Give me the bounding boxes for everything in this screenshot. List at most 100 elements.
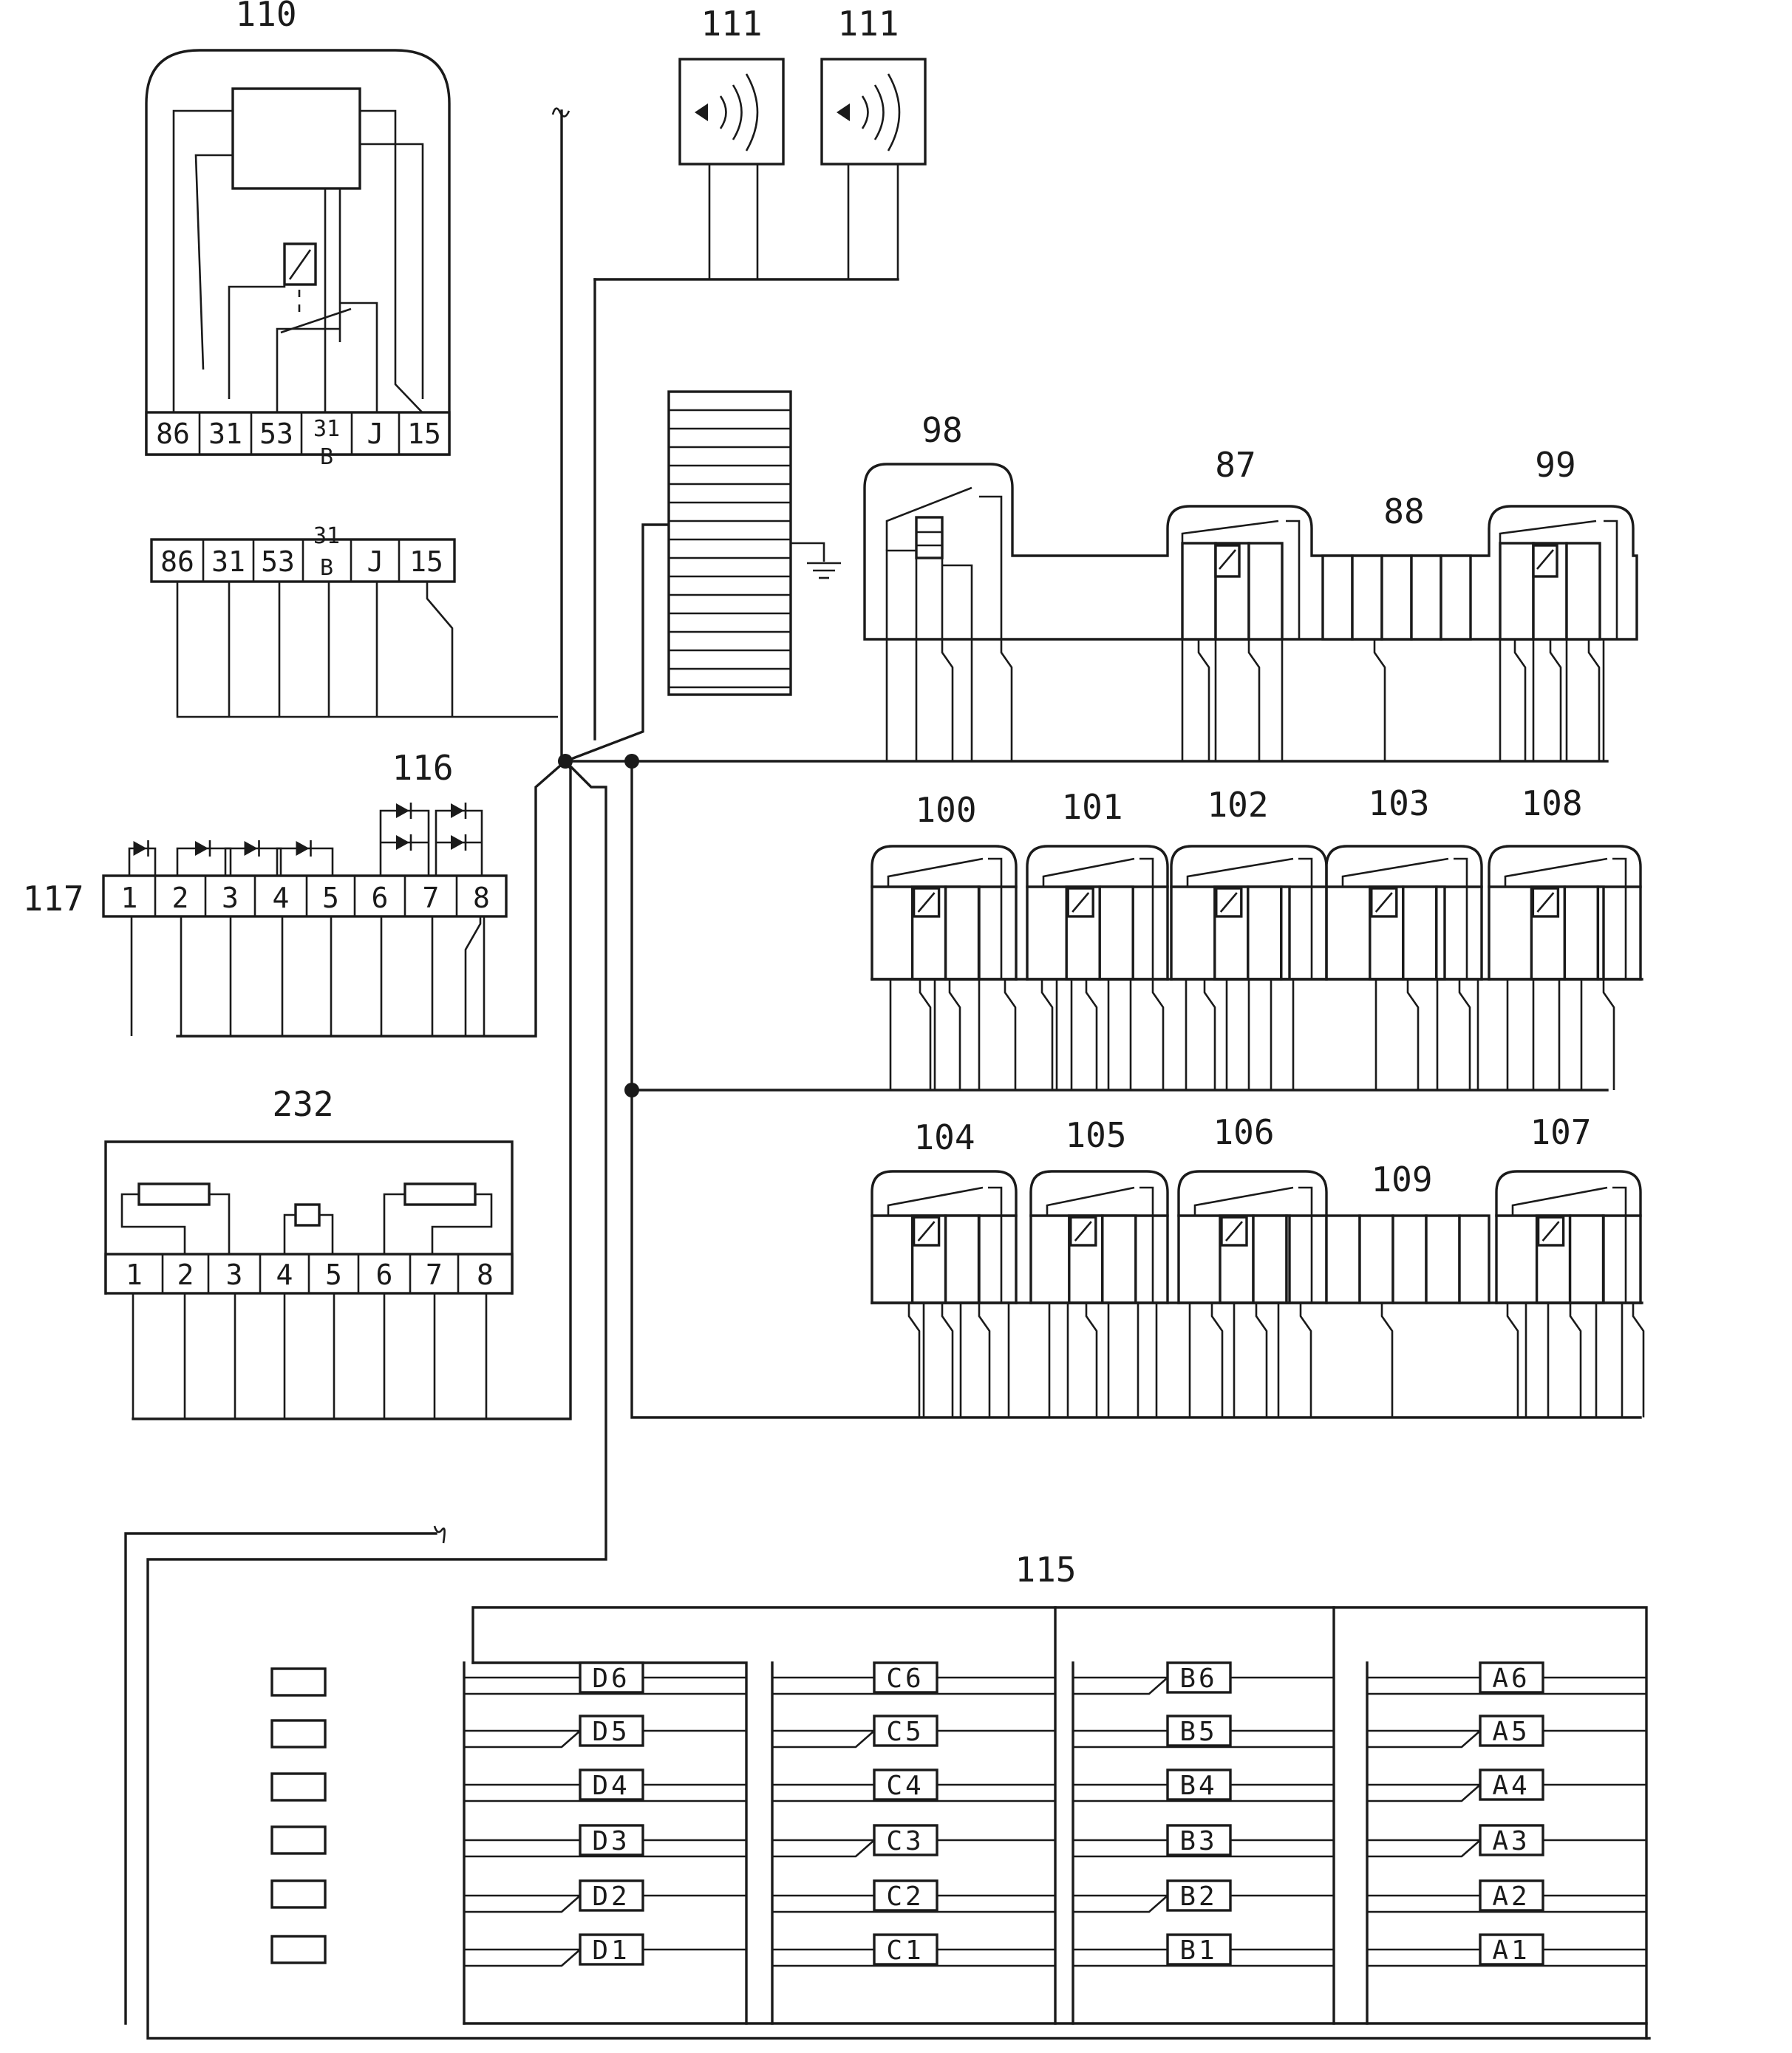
relay-housing (1177, 1170, 1328, 1304)
relay-104-label: 104 (913, 1117, 975, 1157)
wire-leg (1587, 639, 1601, 761)
relay-contact-return (1298, 1186, 1313, 1303)
relay-module (1026, 845, 1169, 981)
speaker-111-left: 111 (678, 4, 785, 279)
relay-110-pin-15: 15 (407, 418, 441, 450)
fuse-slot (579, 1824, 644, 1856)
module-116: 116 (128, 748, 483, 876)
speaker-right-label: 111 (837, 4, 899, 44)
relay-contact (1186, 857, 1294, 887)
fuse-slot-label: D4 (592, 1771, 630, 1801)
ground-icon (807, 562, 841, 579)
relay-coil-mark (917, 892, 936, 913)
socket-pin-86: 86 (160, 545, 194, 578)
fuse-wire (772, 1730, 875, 1749)
fuse-wire (1073, 1677, 1168, 1695)
relay-contact (1042, 857, 1135, 887)
relay-110-socket: 86 31 53 31 B J 15 (150, 523, 558, 718)
relay-100-label: 100 (915, 790, 976, 830)
relay-module (1488, 845, 1642, 981)
wire-leg (1506, 1303, 1519, 1417)
relay-row-3: 104 105 106 109 107 (871, 1112, 1645, 1417)
wire-leg (1299, 1303, 1312, 1417)
connector-117-pin: 8 (473, 882, 490, 914)
fuse-slot-label: A3 (1492, 1826, 1530, 1856)
wire-leg (1632, 1303, 1645, 1417)
wire-leg (1085, 1303, 1098, 1417)
relay-87-label: 87 (1215, 445, 1256, 485)
diode-wire (224, 847, 282, 876)
connector-117-pin: 7 (423, 882, 440, 914)
relay-housing (1325, 845, 1483, 981)
relay-module (1177, 1170, 1328, 1304)
relay-103-label: 103 (1368, 783, 1429, 823)
terminal-block (667, 390, 841, 696)
wire-leg (1406, 979, 1420, 1090)
spare-fuse (270, 1825, 327, 1855)
diode-icon (451, 834, 467, 851)
diode-wire (128, 847, 157, 876)
relay-cell (1563, 885, 1600, 981)
diode-wire (176, 847, 232, 876)
fuse-wire (1367, 1730, 1481, 1749)
relay-coil-mark (1374, 892, 1393, 913)
wire-leg (1197, 639, 1210, 761)
connector-117-pin: 1 (121, 882, 138, 914)
fuse-slot (579, 1661, 644, 1694)
diode-icon (396, 834, 412, 851)
fuse-wire (464, 1730, 581, 1749)
relay-coil-mark (1219, 892, 1238, 913)
relay-contact-return (1139, 857, 1154, 979)
fuse-slot-label: C1 (886, 1935, 924, 1966)
wire-leg (1000, 639, 1013, 761)
relay-contact-return (1139, 1186, 1154, 1303)
relay-cell (1285, 1214, 1291, 1304)
relay-contact-return (1612, 857, 1627, 979)
relay-contact-return (988, 857, 1003, 979)
relay-105-label: 105 (1065, 1115, 1126, 1155)
socket-pin-31: 31 (211, 545, 245, 578)
diode-icon (451, 803, 467, 819)
fuse-slot-label: C3 (886, 1826, 924, 1856)
spare-fuse (270, 1772, 327, 1802)
relay-contact (1511, 1186, 1608, 1216)
relay-housing (1170, 845, 1328, 981)
fuse-slot-label: B1 (1179, 1935, 1217, 1966)
relay-cell (1280, 885, 1291, 981)
fuse-slot-label: D6 (592, 1664, 630, 1694)
wire-leg (1247, 639, 1261, 761)
diode-icon (195, 840, 211, 857)
relay-110-pin-31b-sub: B (320, 444, 333, 470)
fuse-slot (873, 1879, 938, 1912)
fuse-slot-label: D3 (592, 1826, 630, 1856)
relay-108-label: 108 (1521, 783, 1582, 823)
relay-housing (1029, 1170, 1169, 1304)
relay-coil-mark (1225, 1221, 1243, 1242)
fuse-slot-label: A2 (1492, 1882, 1530, 1912)
wire-leg (1210, 1303, 1224, 1417)
relay-cell (944, 885, 981, 981)
relay-110-pin-j: J (367, 418, 384, 450)
relay-housing (1495, 1170, 1642, 1304)
wire-leg (1569, 1303, 1582, 1417)
module-232-pin: 4 (276, 1259, 293, 1291)
relay-98-label: 98 (921, 410, 962, 450)
connector-117-label: 117 (22, 879, 84, 919)
socket-pin-53: 53 (261, 545, 295, 578)
fuse-slot (579, 1715, 644, 1747)
diode-icon (396, 803, 412, 819)
wire-leg (464, 916, 482, 1036)
relay-module (1325, 845, 1483, 981)
speaker-111-right: 111 (820, 4, 927, 279)
fuse-slot (1479, 1768, 1544, 1801)
relay-coil-mark (1541, 1221, 1560, 1242)
fuse-slot (873, 1933, 938, 1966)
junction-node (558, 754, 573, 769)
socket-pin-31b-sub: B (320, 555, 333, 581)
module-232-pin: 7 (426, 1259, 443, 1291)
relay-cell (1098, 885, 1134, 981)
spare-fuse (270, 1935, 327, 1964)
fuse-wire (772, 1839, 875, 1858)
wire-leg (907, 1303, 921, 1417)
